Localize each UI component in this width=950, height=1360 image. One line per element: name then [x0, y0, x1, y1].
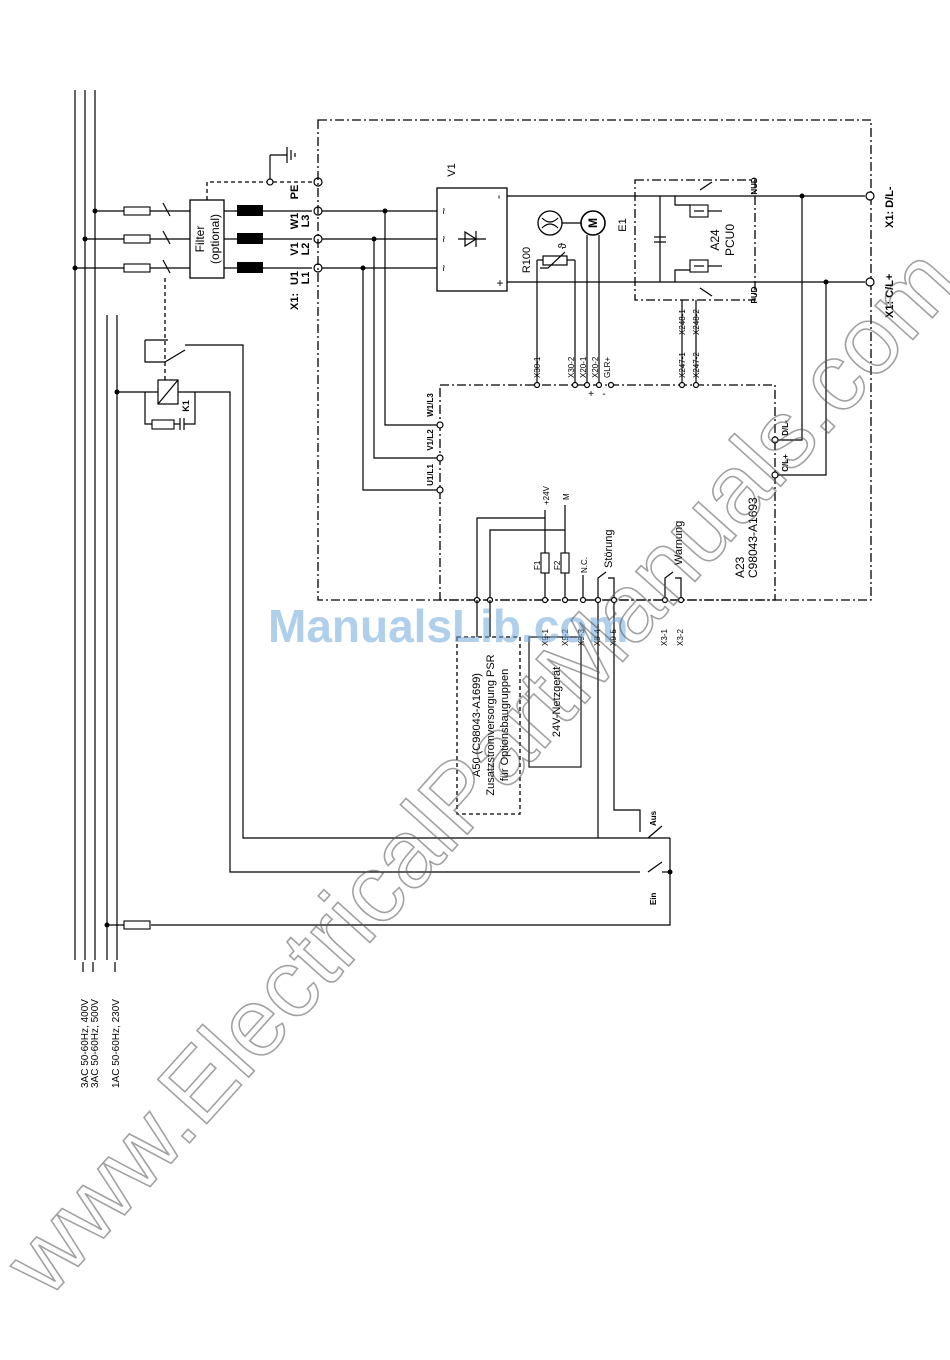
nud-label: NUD — [750, 177, 759, 195]
label-nc: N.C. — [580, 557, 589, 573]
input-v1-l2: V1/L2 — [426, 429, 435, 451]
pcu-a24-internals — [654, 181, 722, 385]
board-d-minus: D/L- — [781, 420, 790, 436]
terminal-x20-2: X20-2 — [591, 356, 600, 378]
thermistor-r100 — [536, 251, 576, 385]
x1-c-plus: X1: C/L+ — [884, 274, 896, 318]
dc-minus-symbol: - — [491, 195, 505, 199]
x1-prefix: X1: — [289, 293, 301, 310]
input-w1-l3: W1/L3 — [426, 393, 435, 417]
contactor-k1 — [114, 278, 670, 873]
terminal-l1: L1 — [300, 272, 312, 285]
label-warnung: Warnung — [673, 521, 685, 565]
terminal-x247-1: X247-1 — [678, 352, 687, 378]
watermark-manualslib: ManualsLib.com — [268, 600, 628, 652]
netzgeraet-box — [528, 636, 582, 768]
warning-contact — [664, 571, 682, 600]
pcu-id: A24 — [708, 229, 722, 251]
ac-symbol-2: ~ — [437, 235, 451, 242]
terminal-x248-1: X248-1 — [678, 309, 687, 335]
pcu-name: PCU0 — [723, 224, 737, 256]
main-board-part: C98043-A1693 — [746, 497, 760, 578]
fuse-l2 — [123, 234, 151, 244]
pud-label: PUD — [750, 286, 759, 303]
terminal-x20-1: X20-1 — [579, 356, 588, 378]
fuse-l1 — [123, 263, 151, 273]
main-board-id: A23 — [733, 556, 747, 578]
mains-feeders — [72, 202, 190, 274]
fault-relay-contact — [597, 571, 615, 600]
device-enclosure — [317, 119, 872, 601]
fan-motor-symbol: M — [586, 218, 600, 228]
protective-earth — [206, 147, 312, 200]
terminal-l2: L2 — [300, 243, 312, 256]
theta-symbol: ϑ — [557, 243, 569, 249]
ac-symbol-3: ~ — [437, 264, 451, 271]
terminal-x3-2: X3-2 — [676, 629, 685, 646]
thermistor-label: R100 — [521, 247, 533, 273]
terminal-l3: L3 — [300, 215, 312, 228]
supply-label-500v: 3AC 50-60Hz, 500V — [90, 999, 101, 1088]
board-c-plus: C/L+ — [781, 454, 790, 472]
line-chokes — [224, 205, 312, 273]
control-wiring — [104, 603, 673, 930]
psu-line-2: Zusatzstromversorgung PSR — [485, 654, 497, 795]
main-board-top-terminals — [533, 381, 700, 389]
fuse-f1 — [540, 552, 550, 574]
filter-note: (optional) — [208, 214, 222, 264]
label-stoerung: Störung — [603, 529, 615, 568]
filter-label: Filter — [193, 226, 207, 253]
label-f2: F2 — [553, 560, 562, 570]
dc-bus — [507, 191, 875, 476]
rectifier-label: V1 — [446, 163, 458, 176]
fan-label: E1 — [617, 218, 629, 231]
label-m: M — [562, 493, 571, 500]
fan-polarity-minus: - — [602, 389, 605, 400]
x1-d-minus: X1: D/L- — [884, 186, 896, 228]
netzgeraet-label: 24V-Netzgerät — [551, 667, 563, 737]
terminal-x30-2: X30-2 — [567, 356, 576, 378]
diode-symbol — [458, 230, 486, 248]
input-u1-l1: U1/L1 — [426, 464, 435, 486]
label-24v: +24V — [542, 485, 551, 505]
contactor-label: K1 — [181, 400, 191, 412]
main-board-input-terminals — [436, 421, 779, 494]
pcu-a24-box — [634, 179, 756, 301]
internal-24v-supply — [476, 505, 584, 600]
terminal-x30-1: X30-1 — [533, 356, 542, 378]
supply-label-230v: 1AC 50-60Hz, 230V — [111, 999, 122, 1088]
fuse-control — [123, 920, 151, 930]
terminal-glr-plus: GLR+ — [603, 357, 612, 378]
supply-bus — [74, 90, 118, 972]
switch-on-label: Ein — [649, 892, 658, 905]
watermark-electricalpartmanuals: www.ElectricalPartManuals.com — [0, 228, 950, 1315]
switch-off-label: Aus — [649, 810, 658, 826]
terminal-x247-2: X247-2 — [692, 352, 701, 378]
terminal-w1: W1 — [289, 213, 301, 230]
terminal-u1: U1 — [289, 271, 301, 285]
rectifier-feed — [322, 208, 440, 491]
fan-e1 — [537, 210, 606, 385]
fan-polarity-plus: + — [588, 389, 594, 400]
terminal-x248-2: X248-2 — [692, 309, 701, 335]
option-psu-a50 — [456, 636, 521, 815]
supply-label-400v: 3AC 50-60Hz, 400V — [80, 999, 91, 1088]
ac-symbol-1: ~ — [437, 207, 451, 214]
label-f1: F1 — [533, 560, 542, 570]
dc-plus-symbol: + — [496, 276, 503, 290]
terminal-v1: V1 — [289, 242, 301, 255]
psu-line-3: für Optionsbaugruppen — [499, 669, 511, 782]
fuse-l3 — [123, 206, 151, 216]
psu-line-1: A50 (C98043-A1699) — [471, 673, 483, 777]
fuse-f2 — [560, 552, 570, 574]
terminal-pe: PE — [289, 185, 301, 200]
terminal-x3-1: X3-1 — [660, 629, 669, 646]
